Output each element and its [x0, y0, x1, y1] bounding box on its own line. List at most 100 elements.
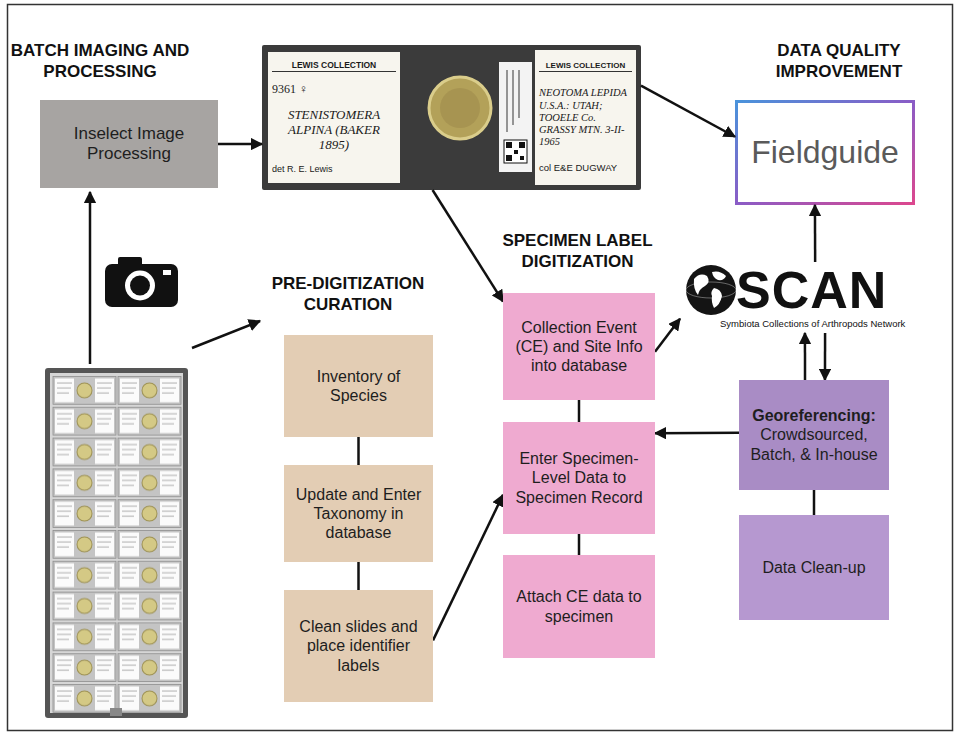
- connector-line: [578, 400, 581, 422]
- text-wrap: Inventory of Species: [290, 367, 427, 405]
- box-text: Attach CE data to specimen: [509, 587, 649, 625]
- box-heading: Georeferencing:: [745, 406, 883, 425]
- connector-line: [813, 490, 816, 515]
- process-box: Collection Event (CE) and Site Info into…: [503, 293, 655, 400]
- slide-label-text: NEOTOMA LEPIDA U.S.A.: UTAH; TOOELE Co. …: [539, 87, 632, 147]
- logo-subtitle: Symbiota Collections of Arthropods Netwo…: [720, 318, 935, 329]
- globe-continent: [712, 272, 726, 281]
- logo-text: SCAN: [736, 264, 935, 316]
- box-text: Data Clean-up: [745, 558, 883, 577]
- heading-holder: PRE-DIGITIZATION CURATION: [262, 273, 434, 316]
- slide-photo: LEWIS COLLECTION 9361 ♀ STENISTOMERA ALPIN…: [262, 45, 641, 190]
- text-wrap: Attach CE data to specimen: [509, 587, 649, 625]
- text-wrap: Data Clean-up: [745, 558, 883, 577]
- text-wrap: Collection Event (CE) and Site Info into…: [509, 318, 649, 376]
- logo-box: SCAN Symbiota Collections of Arthropods N…: [680, 262, 935, 333]
- heading-holder: DATA QUALITY IMPROVEMENT: [735, 40, 943, 83]
- heading-holder: SPECIMEN LABEL DIGITIZATION: [490, 230, 665, 273]
- process-box: Inselect Image Processing: [40, 100, 218, 188]
- connector-line: [357, 562, 360, 590]
- box-text: Collection Event (CE) and Site Info into…: [509, 318, 649, 376]
- flow-arrow: [804, 333, 807, 380]
- connector-line: [578, 534, 581, 555]
- flow-arrow: [655, 319, 680, 352]
- section-heading: DATA QUALITY IMPROVEMENT: [735, 40, 943, 83]
- flow-arrow: [655, 432, 739, 435]
- slide-tray-photo: [45, 368, 188, 718]
- slide-label: LEWIS COLLECTION 9361 ♀ STENISTOMERA ALPIN…: [268, 52, 400, 183]
- slide-label-text: LEWIS COLLECTION: [539, 61, 632, 72]
- slide-label-text: det R. E. Lewis: [272, 164, 396, 174]
- text-wrap: Fieldguide: [751, 135, 899, 170]
- qr-cell: [514, 150, 518, 154]
- tray-bed: [50, 373, 183, 713]
- slide-photo-ground: [262, 45, 641, 190]
- process-box: Georeferencing:Crowdsourced, Batch, & In…: [739, 380, 889, 490]
- slide-label: LEWIS COLLECTION NEOTOMA LEPIDA U.S.A.: U…: [535, 50, 636, 185]
- barcode-print: [506, 70, 507, 132]
- scan-globe: [686, 265, 736, 315]
- flow-arrow: [814, 205, 817, 262]
- qr-cell: [506, 155, 512, 161]
- barcode-label: [499, 62, 532, 172]
- text-wrap: Update and Enter Taxonomy in database: [290, 485, 427, 543]
- barcode-print: [512, 70, 513, 125]
- flow-arrow: [218, 143, 262, 146]
- text-wrap: Clean slides and place identifier labels: [290, 617, 427, 675]
- box-text: Update and Enter Taxonomy in database: [290, 485, 427, 543]
- process-box: Attach CE data to specimen: [503, 555, 655, 658]
- flow-arrow: [433, 190, 503, 302]
- camera-lens-ring: [125, 271, 155, 301]
- slide-label-text: col E&E DUGWAY: [539, 163, 632, 174]
- process-box: Enter Specimen-Level Data to Specimen Re…: [503, 422, 655, 534]
- logo-text: Fieldguide: [751, 135, 899, 170]
- camera-flash: [163, 270, 171, 275]
- tray-slides: [52, 375, 182, 714]
- text-wrap: Georeferencing:Crowdsourced, Batch, & In…: [745, 406, 883, 464]
- globe-continent: [694, 275, 709, 295]
- globe: [686, 265, 736, 315]
- mount-medium: [440, 88, 480, 128]
- qr-code: [504, 140, 527, 163]
- flow-arrow: [641, 86, 735, 137]
- flow-arrow: [192, 321, 260, 348]
- logo-box: Fieldguide: [735, 100, 915, 205]
- process-box: Clean slides and place identifier labels: [284, 590, 433, 702]
- slide-label-text: 9361 ♀: [272, 83, 396, 97]
- flow-arrow: [89, 192, 92, 364]
- qr-cell: [520, 156, 524, 160]
- camera-lens: [130, 276, 150, 296]
- process-box: Inventory of Species: [284, 335, 433, 437]
- section-heading: BATCH IMAGING AND PROCESSING: [10, 40, 190, 83]
- box-text: Crowdsourced, Batch, & In-house: [745, 425, 883, 463]
- tray-latch: [110, 708, 122, 716]
- box-text: Inselect Image Processing: [46, 124, 212, 165]
- globe-grid: [686, 282, 736, 298]
- tray-frame: [45, 368, 188, 718]
- box-text: Enter Specimen-Level Data to Specimen Re…: [509, 449, 649, 507]
- text-wrap: SCAN Symbiota Collections of Arthropods N…: [680, 264, 935, 329]
- figure-frame: [8, 5, 953, 731]
- connector-line: [357, 437, 360, 465]
- fieldguide-logo-frame: [737, 102, 914, 204]
- camera-icon: [105, 257, 178, 307]
- section-heading: PRE-DIGITIZATION CURATION: [262, 273, 434, 316]
- process-box: Update and Enter Taxonomy in database: [284, 465, 433, 562]
- barcode-print: [518, 70, 519, 118]
- camera-body: [105, 264, 178, 307]
- qr-cell: [506, 142, 512, 148]
- box-text: Clean slides and place identifier labels: [290, 617, 427, 675]
- flow-arrow: [433, 495, 503, 641]
- heading-holder: BATCH IMAGING AND PROCESSING: [10, 40, 190, 83]
- box-text: Inventory of Species: [290, 367, 427, 405]
- qr-cell: [519, 142, 525, 148]
- slide-label-text: STENISTOMERA ALPINA (BAKER 1895): [272, 108, 396, 153]
- text-wrap: Inselect Image Processing: [46, 124, 212, 165]
- slide-label-text: LEWIS COLLECTION: [272, 61, 396, 73]
- text-wrap: Enter Specimen-Level Data to Specimen Re…: [509, 449, 649, 507]
- process-box: Data Clean-up: [739, 515, 889, 620]
- slide-glass: [262, 45, 641, 190]
- flow-arrow: [824, 333, 827, 380]
